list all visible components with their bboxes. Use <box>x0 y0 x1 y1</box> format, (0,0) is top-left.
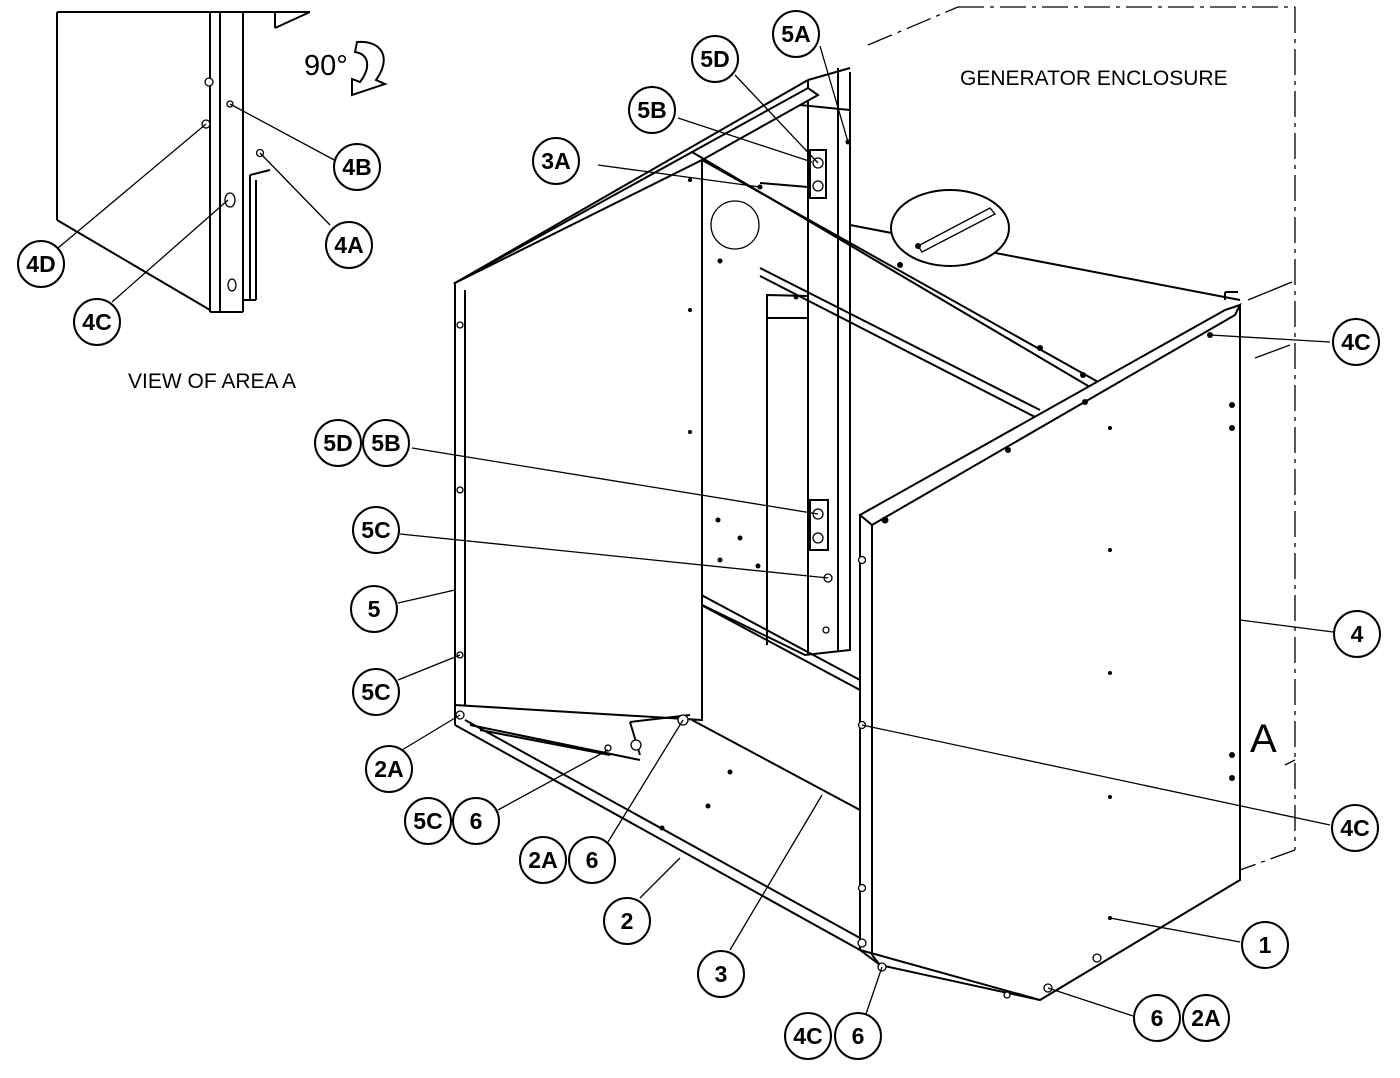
view-of-area-label: VIEW OF AREA A <box>128 370 296 393</box>
svg-text:5C: 5C <box>413 808 442 834</box>
callout-6-c: 6 <box>1133 994 1181 1042</box>
area-a-marker: A <box>1250 717 1277 761</box>
callout-5C-upper: 5C <box>352 506 400 554</box>
svg-text:4B: 4B <box>342 154 371 180</box>
svg-text:2: 2 <box>621 908 634 934</box>
callout-4C-detail: 4C <box>73 298 121 346</box>
rotation-arrow-icon <box>351 40 388 97</box>
callout-4A: 4A <box>325 221 373 269</box>
svg-text:2A: 2A <box>374 756 403 782</box>
callout-3: 3 <box>697 950 745 998</box>
callout-4C-mid-right: 4C <box>1331 804 1379 852</box>
callout-2A-mid: 2A <box>519 836 567 884</box>
callout-4D: 4D <box>17 240 65 288</box>
svg-text:5D: 5D <box>323 430 352 456</box>
base-frame <box>454 705 881 966</box>
svg-text:6: 6 <box>586 847 599 873</box>
callout-1: 1 <box>1241 921 1289 969</box>
svg-text:5A: 5A <box>781 21 810 47</box>
callout-2A-right: 2A <box>1182 994 1230 1042</box>
callout-6-a: 6 <box>452 797 500 845</box>
callout-6-d: 6 <box>834 1012 882 1060</box>
svg-text:5B: 5B <box>371 430 400 456</box>
round-cover <box>890 189 1010 267</box>
svg-text:2A: 2A <box>528 847 557 873</box>
svg-text:5C: 5C <box>361 517 390 543</box>
callout-2A-left: 2A <box>365 745 413 793</box>
left-side-panel <box>454 158 703 722</box>
back-frame <box>691 67 861 811</box>
svg-text:4A: 4A <box>334 232 363 258</box>
callout-6-b: 6 <box>568 836 616 884</box>
callout-4C-bottom: 4C <box>784 1012 832 1060</box>
rotation-label: 90° <box>304 50 348 82</box>
svg-text:4C: 4C <box>1341 329 1370 355</box>
leader-lines <box>57 45 1334 1017</box>
callout-4: 4 <box>1333 610 1381 658</box>
detail-view-area-a <box>56 11 311 313</box>
svg-text:4C: 4C <box>793 1023 822 1049</box>
svg-text:1: 1 <box>1259 932 1272 958</box>
svg-text:4C: 4C <box>1340 815 1369 841</box>
callout-5D-mid: 5D <box>314 419 362 467</box>
generator-enclosure-label: GENERATOR ENCLOSURE <box>960 67 1228 90</box>
callout-2: 2 <box>603 897 651 945</box>
svg-text:6: 6 <box>852 1023 865 1049</box>
svg-text:3A: 3A <box>541 148 570 174</box>
svg-text:5D: 5D <box>700 46 729 72</box>
svg-text:2A: 2A <box>1191 1005 1220 1031</box>
svg-text:5C: 5C <box>361 679 390 705</box>
callout-5: 5 <box>350 585 398 633</box>
callout-4C-top-right: 4C <box>1332 318 1380 366</box>
svg-text:5: 5 <box>368 596 381 622</box>
callout-5B-mid: 5B <box>362 419 410 467</box>
callout-5B-top: 5B <box>628 86 676 134</box>
svg-text:5B: 5B <box>637 97 666 123</box>
svg-text:4C: 4C <box>82 309 111 335</box>
hinge-brackets <box>809 139 851 634</box>
svg-text:6: 6 <box>470 808 483 834</box>
callout-5A: 5A <box>772 10 820 58</box>
svg-text:4: 4 <box>1351 621 1364 647</box>
callout-5C-bottom: 5C <box>404 797 452 845</box>
svg-text:4D: 4D <box>26 251 55 277</box>
callout-4B: 4B <box>333 143 381 191</box>
front-door-panel <box>857 291 1242 1002</box>
svg-text:6: 6 <box>1151 1005 1164 1031</box>
callout-5D-top: 5D <box>691 35 739 83</box>
enclosure-outline <box>867 6 1296 871</box>
callout-3A: 3A <box>532 137 580 185</box>
svg-text:3: 3 <box>715 961 728 987</box>
callout-5C-lower: 5C <box>352 668 400 716</box>
